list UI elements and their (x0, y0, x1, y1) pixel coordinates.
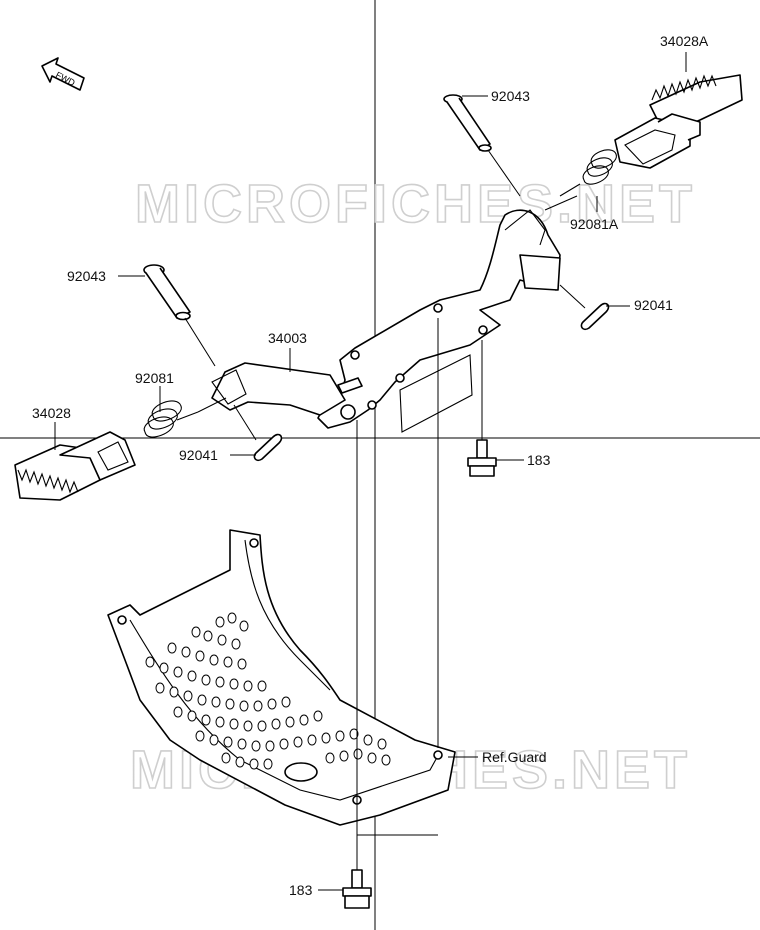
label-92043-right: 92043 (491, 88, 530, 104)
vent-holes (145, 612, 391, 770)
bolt-lower (342, 869, 372, 909)
spring-right (559, 149, 617, 197)
fwd-arrow-icon: FWD (41, 57, 85, 91)
label-183-lower: 183 (289, 882, 313, 898)
label-34028A: 34028A (660, 33, 709, 49)
label-183-upper: 183 (527, 452, 551, 468)
label-92081A: 92081A (570, 216, 619, 232)
label-34003: 34003 (268, 330, 307, 346)
label-92043-left: 92043 (67, 268, 106, 284)
spring-left (143, 400, 199, 438)
label-92081: 92081 (135, 370, 174, 386)
footpeg-left (14, 431, 136, 501)
cotter-left (253, 433, 283, 462)
label-92041-left: 92041 (179, 447, 218, 463)
skid-guard (107, 529, 456, 826)
watermark-top: MICROFICHES.NET (135, 174, 696, 234)
bolt-upper (467, 439, 497, 477)
label-ref-guard: Ref.Guard (482, 749, 547, 765)
footpeg-right (614, 74, 743, 169)
cotter-right (580, 302, 610, 331)
bracket-34003 (211, 209, 561, 433)
pin-right (443, 94, 492, 152)
label-34028: 34028 (32, 405, 71, 421)
pin-left (143, 264, 191, 321)
part-labels: 34028A 92043 92081A 92041 92043 34003 92… (32, 33, 709, 898)
label-92041-right: 92041 (634, 297, 673, 313)
leader-lines (54, 52, 687, 891)
